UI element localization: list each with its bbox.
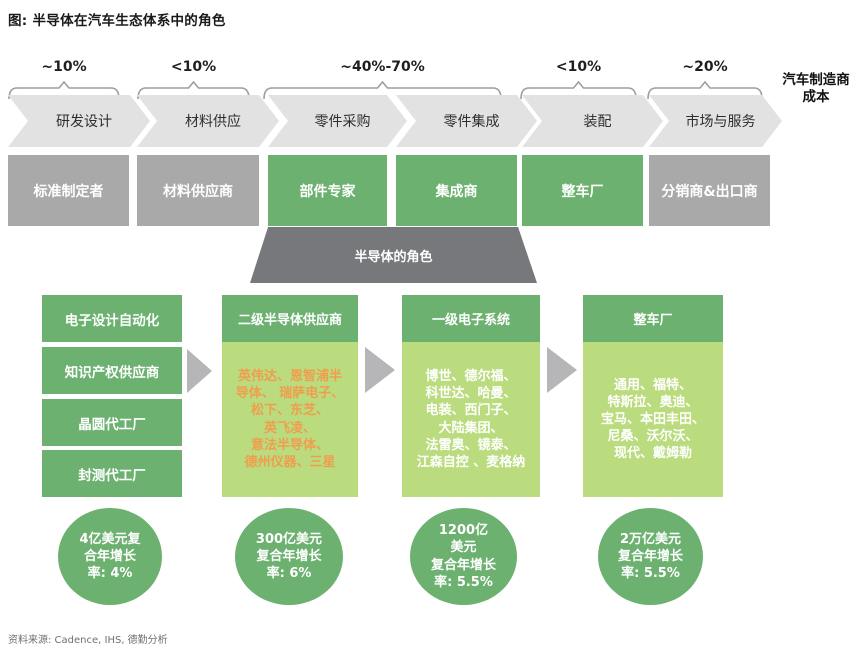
role-box-oem: 整车厂: [522, 155, 643, 226]
brace-icon: [8, 81, 120, 100]
arrow-right-icon: [547, 347, 577, 393]
role-box-component: 部件专家: [268, 155, 387, 226]
stage-label: 材料供应: [185, 114, 241, 130]
cost-share-label: <10%: [170, 59, 217, 75]
cost-share-label: ~10%: [41, 59, 87, 75]
semiconductor-role-label: 半导体的角色: [354, 249, 433, 265]
chain-box-eda: 电子设计自动化: [42, 295, 182, 342]
semiconductor-role-trapezoid: 半导体的角色: [250, 227, 537, 283]
stage-chevron-materials: 材料供应: [137, 95, 279, 147]
brace-icon: [263, 81, 502, 100]
company-list-oem: 通用、福特、 特斯拉、奥迪、 宝马、本田丰田、 尼桑、沃尔沃、 现代、戴姆勒: [583, 342, 723, 497]
cost-share-label: <10%: [555, 59, 602, 75]
stage-chevron-sourcing: 零件采购: [268, 95, 407, 147]
stage-label: 零件集成: [443, 114, 500, 130]
market-size-circle-oem: 2万亿美元 复合年增长 率: 5.5%: [598, 508, 703, 605]
cost-share-label: ~40%-70%: [340, 59, 425, 75]
company-list-tier2: 英伟达、恩智浦半 导体、 瑞萨电子、 松下、东芝、 英飞凌、 意法半导体、 德州…: [222, 342, 358, 497]
brace-icon: [647, 81, 763, 100]
role-box-material: 材料供应商: [137, 155, 259, 226]
market-size-circle-tier2: 300亿美元 复合年增长 率: 6%: [235, 508, 343, 605]
stage-label: 装配: [583, 114, 612, 130]
figure-title: 图: 半导体在汽车生态体系中的角色: [8, 13, 226, 29]
column-header-oem: 整车厂: [583, 295, 723, 342]
role-box-standards: 标准制定者: [8, 155, 129, 226]
role-box-integrator: 集成商: [396, 155, 517, 226]
brace-icon: [520, 81, 637, 100]
manufacturer-cost-label: 汽车制造商 成本: [782, 72, 850, 105]
stage-label: 市场与服务: [685, 114, 756, 130]
chain-box-ip: 知识产权供应商: [42, 347, 182, 394]
column-header-tier2: 二级半导体供应商: [222, 295, 358, 342]
stage-label: 零件采购: [314, 114, 371, 130]
brace-icon: [137, 81, 250, 100]
stage-chevron-rd: 研发设计: [8, 95, 150, 147]
stage-chevron-integration: 零件集成: [396, 95, 537, 147]
stage-chevron-market: 市场与服务: [649, 95, 782, 147]
role-box-distributor: 分销商&出口商: [649, 155, 770, 226]
stage-chevron-assembly: 装配: [522, 95, 663, 147]
company-list-text: 英伟达、恩智浦半 导体、 瑞萨电子、 松下、东芝、 英飞凌、 意法半导体、 德州…: [235, 369, 345, 470]
market-size-circle-tier1: 1200亿 美元 复合年增长 率: 5.5%: [410, 508, 517, 605]
arrow-right-icon: [365, 347, 395, 393]
chain-box-foundry: 晶圆代工厂: [42, 399, 182, 446]
company-list-tier1: 博世、德尔福、 科世达、哈曼、 电装、西门子、 大陆集团、 法雷奥、镜泰、 江森…: [402, 342, 540, 497]
cost-share-label: ~20%: [682, 59, 728, 75]
company-list-text: 博世、德尔福、 科世达、哈曼、 电装、西门子、 大陆集团、 法雷奥、镜泰、 江森…: [416, 369, 526, 470]
stage-label: 研发设计: [56, 114, 112, 130]
column-header-tier1: 一级电子系统: [402, 295, 540, 342]
source-note: 资料来源: Cadence, IHS, 德勤分析: [8, 635, 168, 646]
company-list-text: 通用、福特、 特斯拉、奥迪、 宝马、本田丰田、 尼桑、沃尔沃、 现代、戴姆勒: [600, 377, 705, 462]
arrow-right-icon: [187, 349, 212, 393]
market-size-circle-eda: 4亿美元复 合年增长 率: 4%: [58, 508, 162, 605]
chain-box-osat: 封测代工厂: [42, 450, 182, 497]
